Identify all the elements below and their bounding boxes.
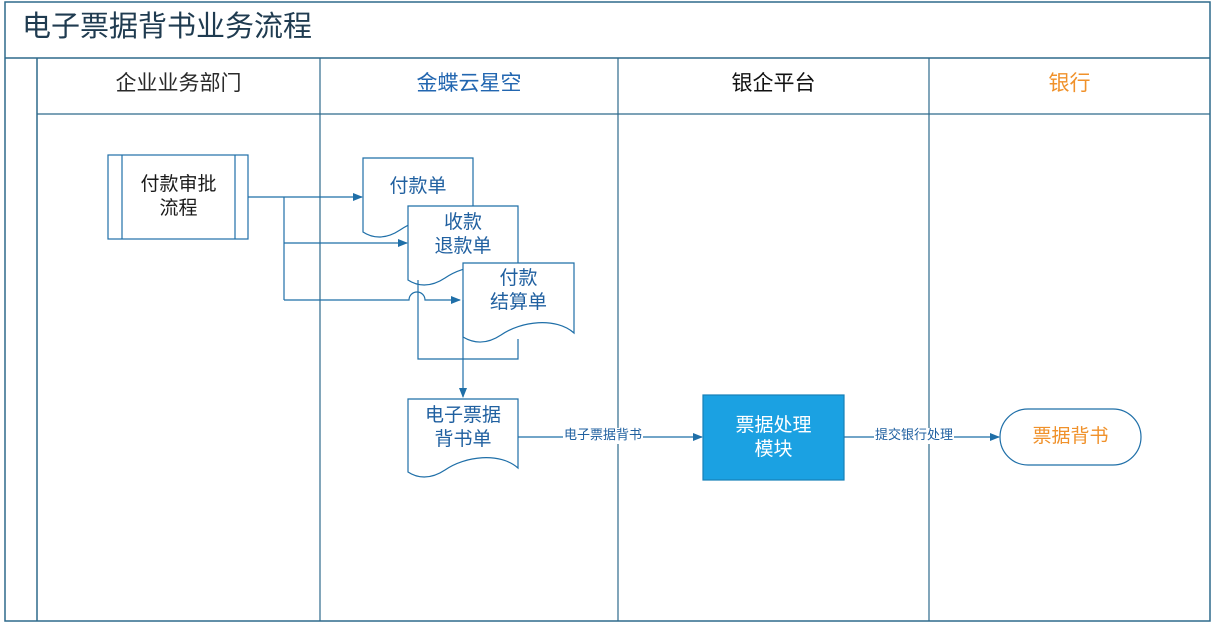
node-module: 票据处理 模块 <box>703 395 844 480</box>
diagram-frame <box>4 1 1211 622</box>
approval-process-shape <box>107 154 249 240</box>
node-result-label: 票据背书 <box>1032 425 1109 448</box>
node-module-line2: 模块 <box>754 437 793 460</box>
lane-header-kingdee: 金蝶云星空 <box>416 71 522 95</box>
lane-header-business-dept: 企业业务部门 <box>115 71 242 95</box>
node-settlement-doc: 付款 结算单 <box>463 265 574 317</box>
lane-header-bank: 银行 <box>1048 71 1091 95</box>
node-settlement-doc-line2: 结算单 <box>489 291 547 313</box>
node-refund-doc: 收款 退款单 <box>408 209 518 261</box>
node-payment-doc: 付款单 <box>363 172 473 202</box>
result-terminator-shape <box>999 408 1142 466</box>
node-payment-doc-label: 付款单 <box>389 175 447 198</box>
module-process-shape <box>702 394 845 481</box>
node-endorse-doc: 电子票据 背书单 <box>408 402 518 454</box>
node-endorse-doc-line1: 电子票据 <box>424 404 501 427</box>
edge-label-endorse: 电子票据背书 <box>563 428 644 445</box>
node-endorse-doc-line2: 背书单 <box>434 428 492 450</box>
lane-header-bank-enterprise: 银企平台 <box>731 71 816 95</box>
node-module-line1: 票据处理 <box>735 413 812 436</box>
node-approval-line2: 流程 <box>159 197 198 219</box>
edge-label-submit-bank: 提交银行处理 <box>874 428 955 445</box>
node-settlement-doc-line1: 付款 <box>499 267 538 290</box>
merge-connectors <box>417 280 519 398</box>
endorse-doc-shape <box>407 398 519 478</box>
node-result: 票据背书 <box>1000 409 1141 465</box>
approval-connectors <box>248 193 461 304</box>
node-approval: 付款审批 流程 <box>122 155 235 239</box>
diagram-title: 电子票据背书业务流程 <box>22 9 313 43</box>
node-approval-line1: 付款审批 <box>140 173 217 196</box>
settlement-doc-shape <box>462 262 575 343</box>
node-refund-doc-line2: 退款单 <box>434 235 492 257</box>
node-refund-doc-line1: 收款 <box>443 211 482 234</box>
